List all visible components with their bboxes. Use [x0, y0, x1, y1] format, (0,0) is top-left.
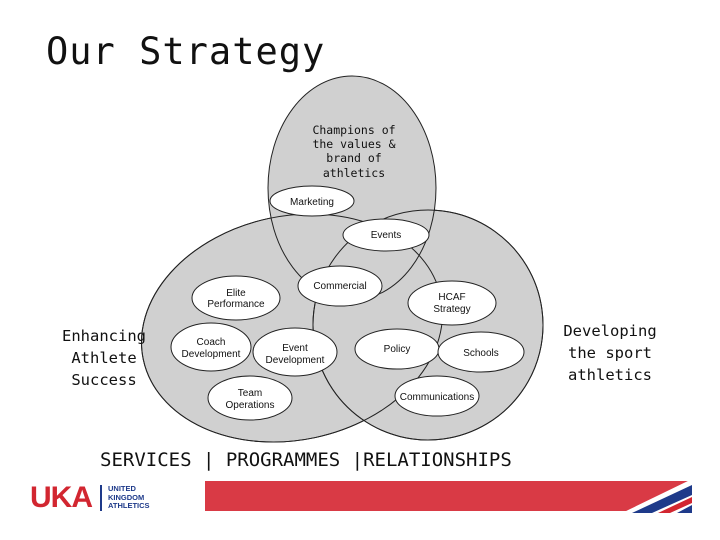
top-text-line-1: Champions of [312, 123, 395, 137]
node-events: Events [342, 218, 430, 252]
node-communications: Communications [394, 375, 480, 417]
node-hcaf-strategy: HCAF Strategy [407, 280, 497, 326]
node-coach-label-2: Development [182, 349, 241, 360]
node-marketing-label: Marketing [290, 197, 334, 208]
logo-mark: UKA [30, 481, 93, 514]
right-label: Developing the sport athletics [563, 322, 657, 384]
node-event-dev-label-2: Development [266, 355, 325, 366]
logo-sub-line-3: ATHLETICS [108, 501, 150, 511]
footer-tagline: SERVICES | PROGRAMMES |RELATIONSHIPS [100, 449, 512, 471]
union-flag-icon [622, 479, 692, 513]
logo-subtitle: UNITED KINGDOM ATHLETICS [100, 485, 150, 511]
uka-logo: UKA UNITED KINGDOM ATHLETICS [30, 481, 150, 514]
node-event-development: Event Development [252, 327, 338, 377]
brand-red-band [205, 481, 692, 511]
node-team-label-2: Operations [226, 400, 275, 411]
node-policy: Policy [354, 328, 440, 370]
node-team-operations: Team Operations [207, 375, 293, 421]
node-schools-label: Schools [463, 348, 499, 359]
logo-sub-line-1: UNITED [108, 484, 136, 494]
top-text-line-3: brand of [326, 151, 381, 165]
node-elite-label-1: Elite [226, 288, 246, 299]
node-marketing: Marketing [269, 185, 355, 217]
left-label: Enhancing Athlete Success [62, 327, 146, 389]
node-schools: Schools [437, 331, 525, 373]
node-coach-development: Coach Development [170, 322, 252, 372]
node-commercial-label: Commercial [313, 281, 366, 292]
node-events-label: Events [371, 230, 402, 241]
node-elite-performance: Elite Performance [191, 275, 281, 321]
node-coach-label-1: Coach [197, 337, 226, 348]
node-commercial: Commercial [297, 265, 383, 307]
page-title: Our Strategy [46, 30, 326, 73]
node-hcaf-label-2: Strategy [433, 304, 470, 315]
top-text-line-2: the values & [312, 137, 395, 151]
top-text-line-4: athletics [323, 166, 385, 180]
node-hcaf-label-1: HCAF [438, 292, 465, 303]
node-elite-label-2: Performance [207, 299, 265, 310]
node-communications-label: Communications [400, 392, 474, 403]
logo-sub-line-2: KINGDOM [108, 492, 145, 502]
node-policy-label: Policy [384, 344, 411, 355]
node-team-label-1: Team [238, 388, 262, 399]
node-event-dev-label-1: Event [282, 343, 308, 354]
